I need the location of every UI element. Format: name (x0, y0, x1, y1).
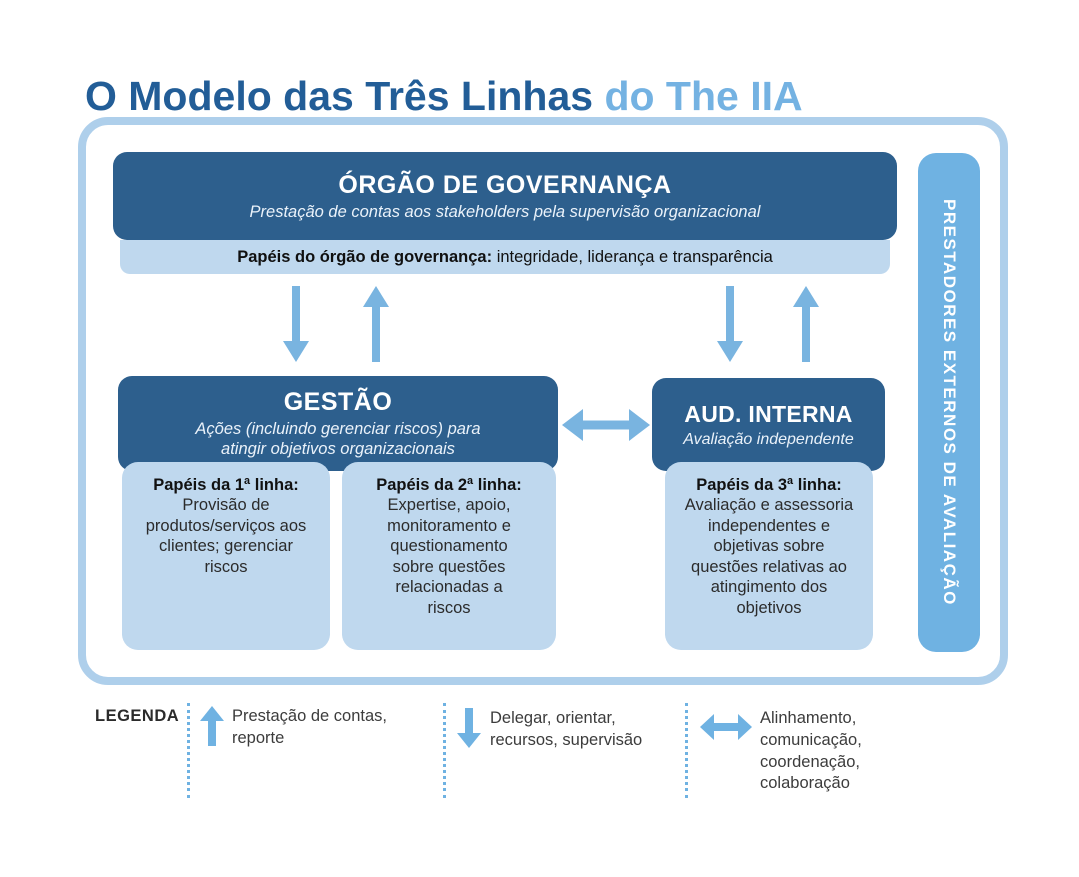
governing-body-subtitle: Prestação de contas aos stakeholders pel… (249, 202, 761, 221)
arrow-up-icon (793, 286, 819, 362)
management-title: GESTÃO (283, 387, 393, 416)
three-lines-diagram: ÓRGÃO DE GOVERNANÇA Prestação de contas … (78, 117, 1008, 685)
arrow-both-icon (700, 714, 752, 740)
page-title-accent: do The IIA (604, 73, 803, 120)
third-line-roles-panel: Papéis da 3ª linha: Avaliação e assessor… (665, 462, 873, 650)
governing-body-roles-text: integridade, liderança e transparência (492, 248, 773, 266)
page-title-main: O Modelo das Três Linhas (85, 73, 605, 120)
third-line-roles-heading: Papéis da 3ª linha: (696, 476, 842, 494)
legend-item-delegation: Delegar, orientar, recursos, supervisão (490, 709, 643, 749)
legend: LEGENDA Prestação de contas, reporte Del… (0, 700, 1079, 840)
legend-item-alignment: Alinhamento, comunicação, coordenação, c… (760, 709, 862, 793)
internal-audit-title: AUD. INTERNA (684, 400, 853, 427)
legend-title: LEGENDA (95, 707, 180, 725)
page-title: O Modelo das Três Linhas do The IIA (85, 73, 803, 120)
first-line-roles-body: Provisão de produtos/serviços aos client… (145, 496, 307, 576)
arrow-down-icon (283, 286, 309, 362)
external-providers-label: PRESTADORES EXTERNOS DE AVALIAÇÃO (940, 199, 959, 606)
internal-audit-box: AUD. INTERNA Avaliação independente (652, 378, 885, 471)
second-line-roles-heading: Papéis da 2ª linha: (376, 476, 522, 494)
legend-item-accountability: Prestação de contas, reporte (232, 707, 388, 747)
internal-audit-subtitle: Avaliação independente (683, 430, 854, 448)
third-line-roles-body: Avaliação e assessoria independentes e o… (684, 496, 854, 617)
legend-divider (187, 703, 190, 798)
management-subtitle: Ações (incluindo gerenciar riscos) para … (195, 419, 481, 458)
governing-body-roles-lead: Papéis do órgão de governança: (237, 248, 493, 266)
governing-body-box: ÓRGÃO DE GOVERNANÇA Prestação de contas … (113, 152, 897, 240)
arrow-up-icon (200, 706, 224, 746)
governing-body-title: ÓRGÃO DE GOVERNANÇA (338, 170, 672, 199)
legend-divider (685, 703, 688, 798)
arrow-up-icon (363, 286, 389, 362)
external-providers-bar: PRESTADORES EXTERNOS DE AVALIAÇÃO (918, 153, 980, 652)
first-line-roles-heading: Papéis da 1ª linha: (153, 476, 299, 494)
second-line-roles-panel: Papéis da 2ª linha: Expertise, apoio, mo… (342, 462, 556, 650)
second-line-roles-body: Expertise, apoio, monitoramento e questi… (387, 496, 511, 617)
management-box: GESTÃO Ações (incluindo gerenciar riscos… (118, 376, 558, 471)
legend-divider (443, 703, 446, 798)
governing-body-roles-strip: Papéis do órgão de governança: integrida… (120, 240, 890, 274)
first-line-roles-panel: Papéis da 1ª linha: Provisão de produtos… (122, 462, 330, 650)
arrow-down-icon (717, 286, 743, 362)
arrow-down-icon (457, 708, 481, 748)
arrow-both-icon (562, 409, 650, 441)
